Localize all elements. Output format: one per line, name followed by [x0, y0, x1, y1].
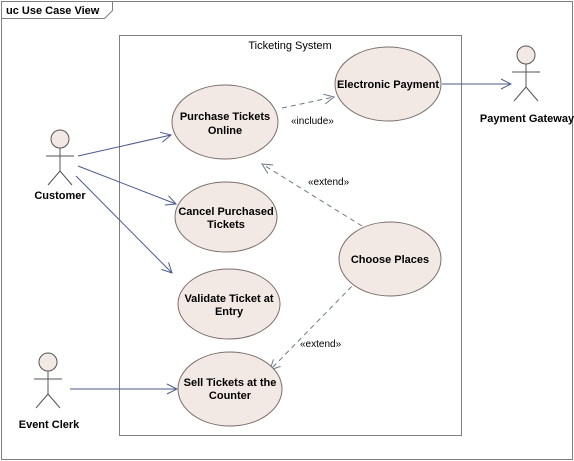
use-case-sell-tickets-at-the-counter[interactable]: Sell Tickets at the Counter [177, 351, 283, 427]
actor-label: Event Clerk [19, 419, 80, 431]
actor-event-clerk[interactable]: Event Clerk [19, 352, 80, 431]
system-title: Ticketing System [248, 40, 331, 52]
use-case-label-line: Entry [215, 306, 244, 318]
association-customer-purchase[interactable] [77, 135, 171, 157]
frame-title: uc Use Case View [6, 5, 100, 17]
stick-figure-icon [46, 129, 74, 186]
extend-label-sell: «extend» [300, 339, 342, 350]
association-customer-validate[interactable] [75, 175, 172, 273]
extend-dependency-purchase[interactable] [262, 164, 363, 227]
use-case-label-line: Counter [209, 390, 252, 402]
use-case-label-line: Purchase Tickets [180, 111, 270, 123]
use-case-label-line: Electronic Payment [337, 79, 439, 91]
relationships [70, 84, 511, 389]
use-case-choose-places[interactable]: Choose Places [338, 221, 442, 297]
stick-figure-icon [34, 352, 62, 409]
use-case-validate-ticket-at-entry[interactable]: Validate Ticket at Entry [177, 268, 281, 340]
use-case-label-line: Validate Ticket at [184, 293, 273, 305]
extend-dependency-sell[interactable] [270, 279, 359, 370]
association-customer-cancel[interactable] [77, 165, 176, 204]
stick-figure-icon [512, 45, 540, 102]
use-case-purchase-tickets-online[interactable]: Purchase Tickets Online [171, 84, 279, 160]
use-case-label-line: Tickets [207, 219, 245, 231]
actor-label: Customer [34, 190, 86, 202]
actor-label: Payment Gateway [480, 113, 574, 125]
use-case-label-line: Cancel Purchased [178, 206, 273, 218]
actor-payment-gateway[interactable]: Payment Gateway [480, 45, 574, 125]
use-case-label-line: Choose Places [351, 254, 429, 266]
extend-label-purchase: «extend» [308, 177, 350, 188]
use-case-label-line: Sell Tickets at the [184, 377, 277, 389]
actor-customer[interactable]: Customer [34, 129, 86, 202]
use-case-cancel-purchased-tickets[interactable]: Cancel Purchased Tickets [174, 181, 278, 253]
use-case-label-line: Online [208, 125, 242, 137]
include-label: «include» [291, 116, 334, 127]
use-case-electronic-payment[interactable]: Electronic Payment [334, 46, 442, 122]
